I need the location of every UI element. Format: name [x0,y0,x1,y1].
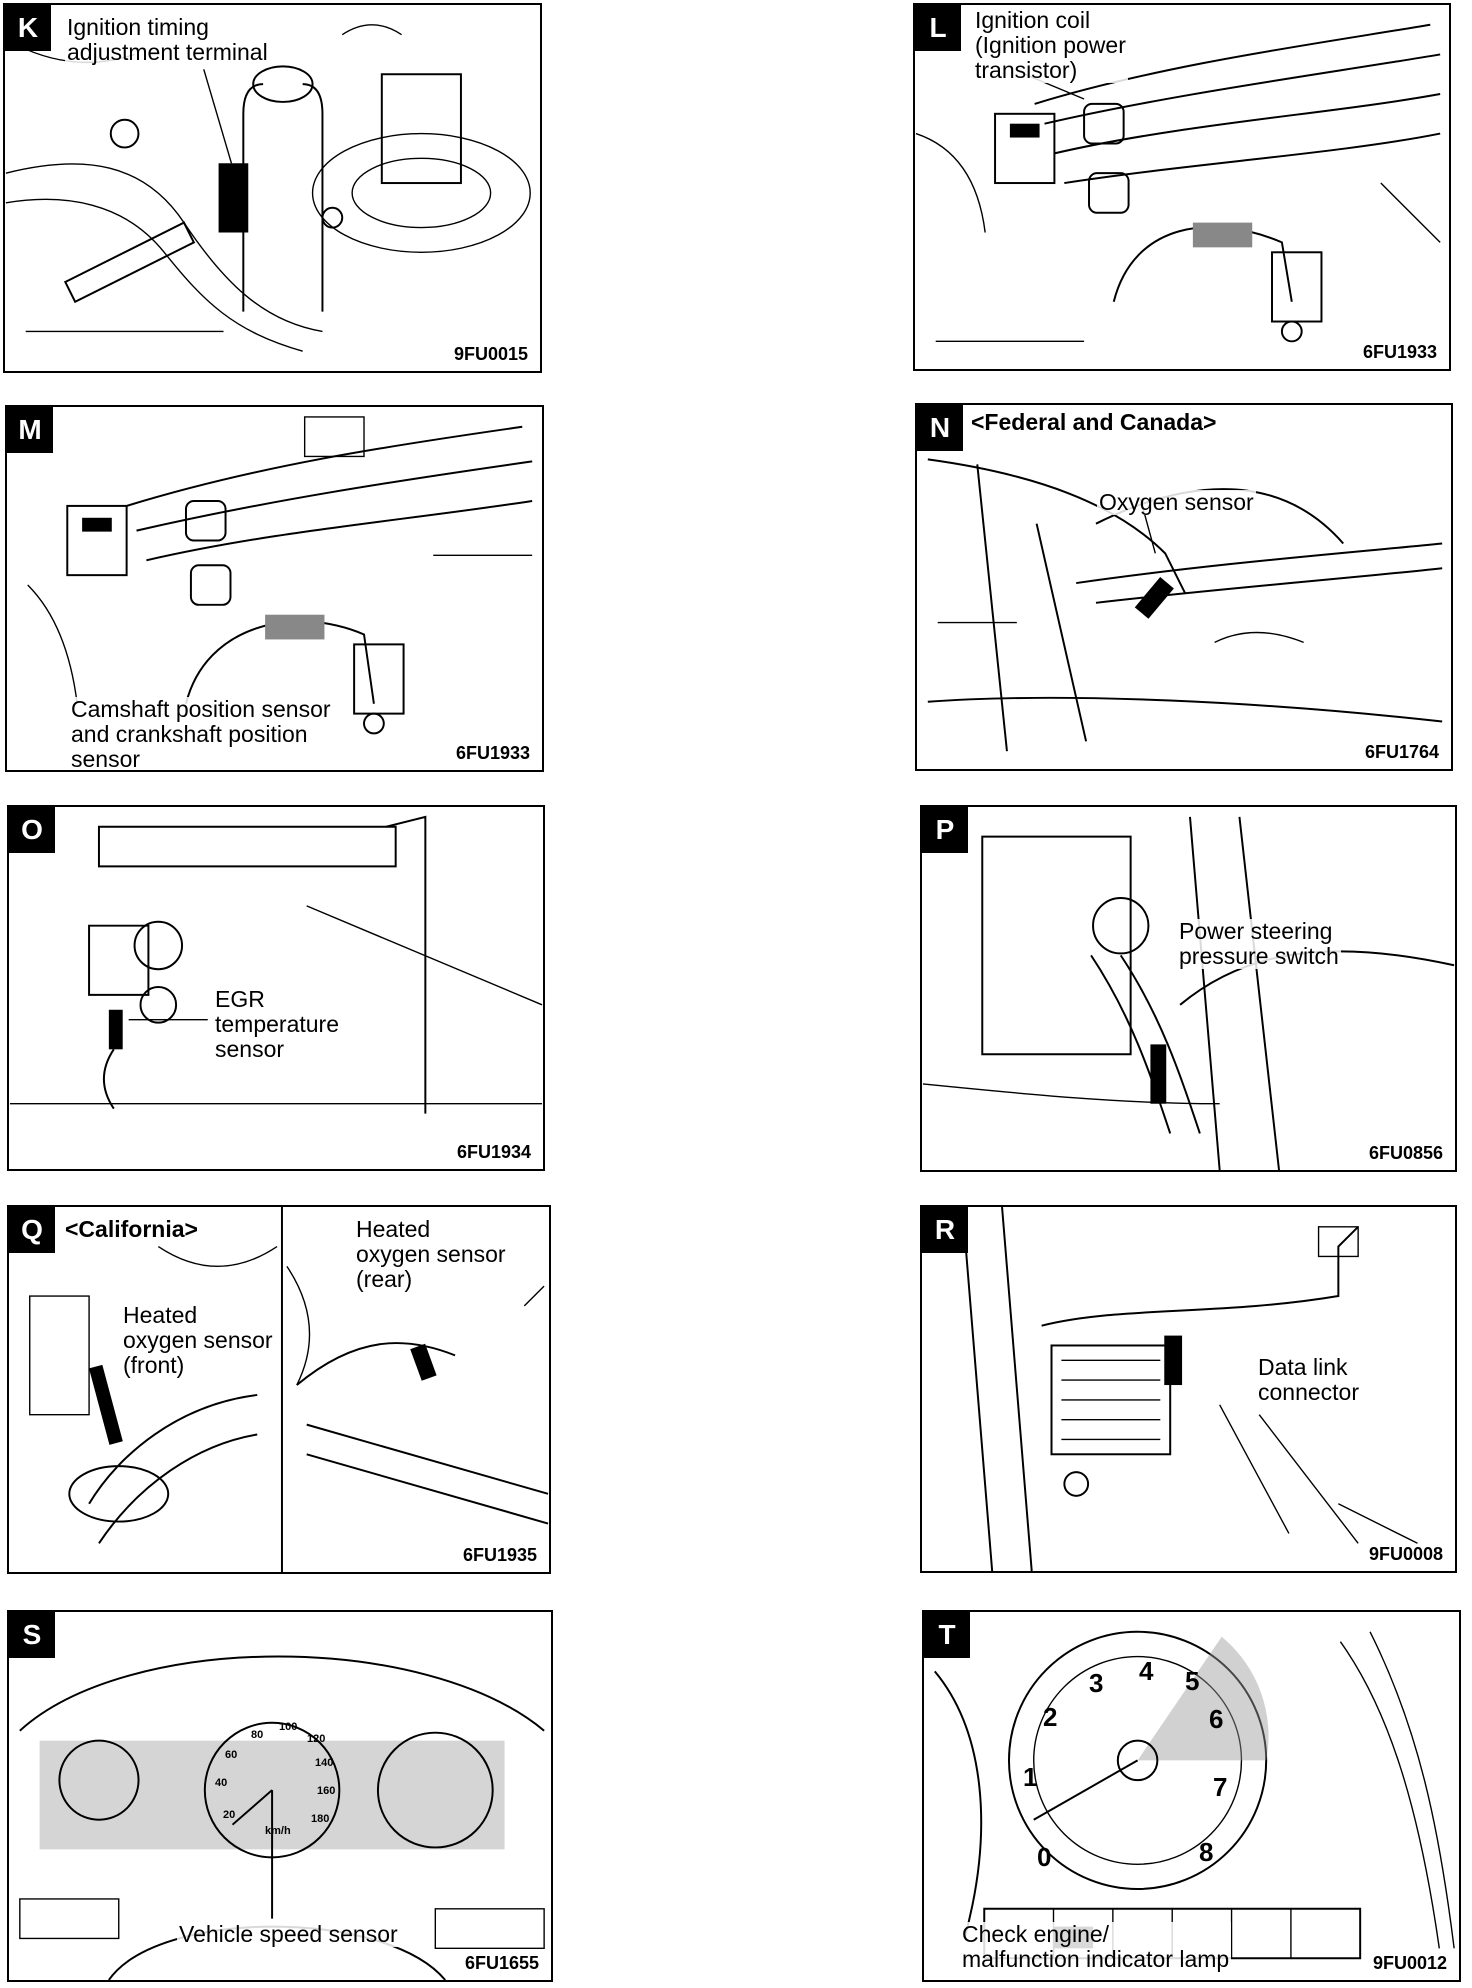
rpm-tick: 6 [1209,1704,1224,1734]
figure-code: 6FU1933 [453,743,532,764]
panel-q: Q <California> Heated oxygen sensor (fro… [7,1205,551,1574]
region-heading: <California> [63,1216,200,1242]
speed-unit: km/h [265,1825,291,1837]
engine-illustration [27,416,533,735]
rpm-tick: 2 [1043,1702,1058,1732]
callout-label: Check engine/ malfunction indicator lamp [960,1921,1232,1972]
figure-code: 9FU0008 [1366,1544,1445,1565]
region-heading: <Federal and Canada> [969,409,1219,435]
figure-code: 6FU1655 [462,1953,541,1974]
panel-s: S 20 40 60 80 100 120 140 160 180 km/h V… [7,1610,553,1982]
engine-illustration [9,815,543,1114]
callout-label: Camshaft position sensor and crankshaft … [69,696,333,772]
panel-letter: Q [9,1207,55,1253]
speed-tick: 40 [215,1777,228,1789]
panel-o: O EGR temperature sensor 6FU1934 [7,805,545,1171]
speedometer: 20 40 60 80 100 120 140 160 180 km/h [215,1715,335,1855]
rpm-tick: 3 [1089,1668,1104,1698]
rpm-tick: 4 [1139,1656,1154,1686]
rpm-tick: 0 [1037,1842,1052,1872]
speed-tick: 180 [311,1813,330,1825]
callout-label: Ignition coil (Ignition power transistor… [973,7,1128,83]
panel-t: T 0 1 2 3 4 5 6 7 8 Check engine/ malfun… [922,1610,1461,1982]
interior-illustration [961,1207,1418,1571]
speed-tick: 100 [279,1721,298,1733]
panel-letter: M [7,407,53,453]
figure-code: 9FU0012 [1370,1953,1449,1974]
panel-k: K Ignition timing adjustment terminal 9F… [3,3,542,373]
callout-label: Heated oxygen sensor (rear) [354,1216,508,1292]
rpm-tick: 7 [1213,1772,1228,1802]
callout-label: Power steering pressure switch [1177,918,1341,969]
panel-r: R Data link connector 9FU0008 [920,1205,1457,1573]
panel-letter: R [922,1207,968,1253]
panel-letter: N [917,405,963,451]
panel-n: N <Federal and Canada> Oxygen sensor 6FU… [915,403,1453,771]
callout-label: Data link connector [1256,1354,1362,1405]
figure-code: 6FU0856 [1366,1143,1445,1164]
panel-letter: S [9,1612,55,1658]
callout-label: EGR temperature sensor [213,986,342,1062]
panel-l: L Ignition coil (Ignition power transist… [913,3,1451,371]
speed-tick: 20 [223,1809,236,1821]
engine-illustration [915,23,1441,343]
figure-code: 6FU1933 [1360,342,1439,363]
panel-m: M Camshaft position sensor and crankshaf… [5,405,544,772]
callout-label: Oxygen sensor [1097,489,1256,515]
panel-letter: P [922,807,968,853]
panel-letter: L [915,5,961,51]
panel-letter: T [924,1612,970,1658]
speed-tick: 160 [317,1785,336,1797]
engine-illustration [922,816,1455,1170]
rpm-tick: 1 [1023,1762,1038,1792]
speed-tick: 60 [225,1749,238,1761]
rpm-tick: 8 [1199,1837,1214,1867]
rpm-tick: 5 [1185,1666,1200,1696]
panel-p: P Power steering pressure switch 6FU0856 [920,805,1457,1172]
callout-label: Ignition timing adjustment terminal [65,14,270,65]
speed-tick: 80 [251,1729,264,1741]
figure-code: 6FU1934 [454,1142,533,1163]
panel-letter: K [5,5,51,51]
figure-code: 6FU1935 [460,1545,539,1566]
speed-tick: 120 [307,1733,326,1745]
figure-code: 6FU1764 [1362,742,1441,763]
engine-illustration [927,458,1443,752]
figure-code: 9FU0015 [451,344,530,365]
engine-illustration [29,1207,549,1572]
panel-letter: O [9,807,55,853]
speed-tick: 140 [315,1757,334,1769]
tachometer: 0 1 2 3 4 5 6 7 8 [1009,1632,1279,1882]
callout-label: Vehicle speed sensor [177,1921,400,1947]
callout-label: Heated oxygen sensor (front) [121,1302,275,1378]
